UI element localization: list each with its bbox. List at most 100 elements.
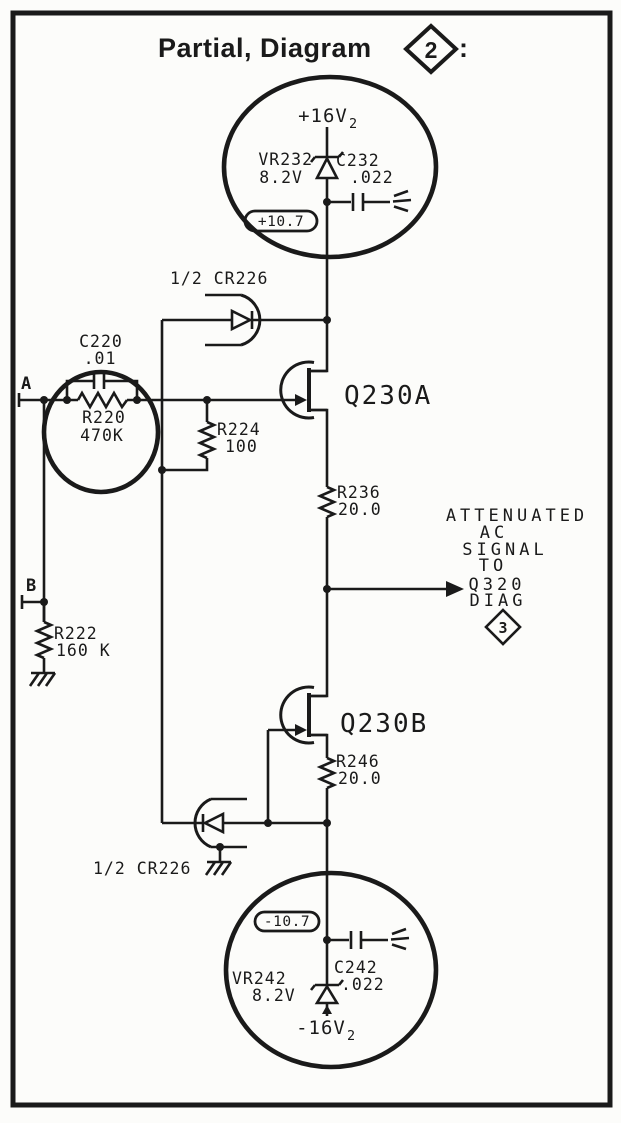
r222-value: 160 K <box>56 641 111 660</box>
junction <box>323 819 331 827</box>
capacitor-c220-plates <box>92 373 106 389</box>
test-voltage-top: +10.7 <box>243 209 319 233</box>
vr242-ref: VR242 <box>232 969 287 988</box>
zener-vr242 <box>309 979 345 1014</box>
r224-value: 100 <box>225 437 258 456</box>
wire-q230b-source <box>311 733 329 758</box>
ground-symbols <box>28 189 412 951</box>
wire-c220-left <box>65 379 94 400</box>
wire-main-upper <box>311 179 329 373</box>
output-arrowhead <box>446 581 464 597</box>
jfet-q230b <box>279 685 327 745</box>
test-voltage-top-value: +10.7 <box>258 214 304 230</box>
capacitor-c242-plates <box>349 931 363 949</box>
capacitors <box>92 193 365 949</box>
supply-pos-sub: 2 <box>349 116 357 132</box>
terminal-a-label: A <box>21 374 31 394</box>
r220-value: 470K <box>80 426 124 445</box>
junction <box>158 466 166 474</box>
page-title: Partial, Diagram <box>158 33 372 63</box>
labels: +16V 2 VR232 8.2V C232 .022 1/2 CR226 C2… <box>21 105 430 1044</box>
junction <box>264 819 272 827</box>
cr226-top-diode-triangle <box>230 308 253 332</box>
c232-ref: C232 <box>336 151 380 170</box>
cr226-bottom-envelope-arc <box>193 797 212 849</box>
resistor-r222-zigzag <box>33 620 55 660</box>
supply-neg-sub: 2 <box>347 1028 355 1044</box>
wire-q230a-source <box>311 408 329 487</box>
vr242-lead-arrow <box>322 1005 332 1014</box>
c232-value: .022 <box>350 168 394 187</box>
c220-value: .01 <box>84 349 117 368</box>
diagram-frame <box>10 10 613 1108</box>
diagram-2-badge-number: 2 <box>425 37 438 63</box>
r222-ref: R222 <box>54 624 98 643</box>
r224-ref: R224 <box>217 420 261 439</box>
c220-ref: C220 <box>79 332 123 351</box>
test-voltage-bottom: -10.7 <box>253 910 321 933</box>
bottom-emphasis-circle <box>223 870 439 1070</box>
c242-ref: C242 <box>334 958 378 977</box>
resistor-r236-zigzag <box>316 485 338 519</box>
junction <box>323 198 331 206</box>
q230b-envelope <box>279 685 315 745</box>
wire-main-middle <box>311 517 329 698</box>
ground-c232-chassis <box>392 189 412 213</box>
output-line-4: TO <box>479 556 507 576</box>
terminal-b-label: B <box>26 576 36 596</box>
wire-r224-return <box>162 458 209 472</box>
output-annotation: ATTENUATED AC SIGNAL TO Q320 DIAG 3 <box>446 506 588 646</box>
junction <box>40 396 48 404</box>
zener-vr232 <box>309 151 345 180</box>
q230b-label: Q230B <box>340 709 428 739</box>
title-block: Partial, Diagram 2 : <box>158 23 469 75</box>
diode-cr226-top <box>205 293 262 347</box>
test-voltage-top-oval <box>243 209 319 233</box>
jfet-q230a <box>279 360 327 420</box>
cr226-top-envelope-arc <box>240 293 262 347</box>
resistor-r246-zigzag <box>316 756 338 790</box>
cr226-bottom-diode-triangle <box>202 811 225 835</box>
wire-c220-right <box>104 379 139 400</box>
output-line-3: SIGNAL <box>462 540 547 560</box>
diagram-3-badge-diamond <box>484 608 522 646</box>
junction <box>323 936 331 944</box>
r246-ref: R246 <box>336 752 380 771</box>
vr242-triangle <box>314 983 340 1005</box>
supply-neg-label: -16V <box>296 1017 346 1039</box>
r236-value: 20.0 <box>338 500 382 519</box>
ground-r222 <box>28 671 57 687</box>
ground-c242-chassis <box>390 927 410 951</box>
junction <box>203 396 211 404</box>
diagram-2-badge-diamond <box>403 23 459 75</box>
cr226-bottom-label: 1/2 CR226 <box>93 859 191 878</box>
junction <box>40 598 48 606</box>
top-emphasis-circle <box>221 74 439 260</box>
resistor-r220-zigzag <box>76 390 129 410</box>
resistors <box>33 390 338 790</box>
junction <box>323 316 331 324</box>
resistor-r224-zigzag <box>196 420 218 460</box>
r220-ref: R220 <box>82 408 126 427</box>
q230a-envelope <box>279 360 315 420</box>
q230a-gate-arrow <box>295 394 307 406</box>
title-colon: : <box>459 33 469 63</box>
output-line-1: ATTENUATED <box>446 506 588 526</box>
diagram-3-badge-number: 3 <box>498 619 507 637</box>
vr242-value: 8.2V <box>252 986 296 1005</box>
cr226-top-label: 1/2 CR226 <box>170 269 268 288</box>
r236-ref: R236 <box>337 483 381 502</box>
junction-dots <box>40 198 331 944</box>
q230b-gate-arrow <box>295 724 307 736</box>
capacitor-c232-plates <box>351 193 365 211</box>
c242-value: .022 <box>341 975 385 994</box>
supply-pos-label: +16V <box>298 105 348 127</box>
junction <box>323 585 331 593</box>
ground-cr226-bottom <box>204 860 233 876</box>
r246-value: 20.0 <box>338 769 382 788</box>
test-voltage-bottom-oval <box>253 910 321 933</box>
vr232-ref: VR232 <box>258 150 313 169</box>
cr226-top-envelope-stubs <box>205 293 241 347</box>
